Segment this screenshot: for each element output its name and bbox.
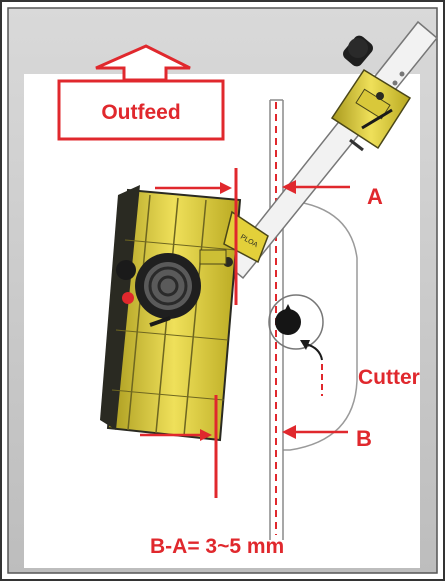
- outfeed-box: [57, 79, 225, 141]
- fence-outline: [282, 199, 358, 451]
- lock-lever: [149, 316, 171, 327]
- label-cutter: Cutter: [358, 366, 420, 389]
- adjust-knob-icon: [116, 260, 136, 280]
- jointer-tool-body: PLOA: [100, 185, 269, 442]
- handwheel-icon: [343, 35, 373, 67]
- cutter-icon: [275, 304, 301, 335]
- pointer-b-icon: [282, 425, 348, 439]
- formula-label: B-A= 3~5 mm: [150, 535, 284, 558]
- measurement-marks: [140, 168, 238, 498]
- pointer-a-icon: [282, 180, 350, 194]
- outfeed-label: Outfeed: [101, 101, 180, 124]
- cutter-clearance: [268, 294, 324, 350]
- label-a: A: [367, 184, 383, 209]
- outfeed-arrow-icon: [95, 44, 191, 82]
- cutter-pointer-icon: [300, 340, 323, 396]
- label-b: B: [356, 426, 372, 451]
- power-button-icon: [122, 292, 134, 304]
- arm-clamp: [330, 68, 412, 152]
